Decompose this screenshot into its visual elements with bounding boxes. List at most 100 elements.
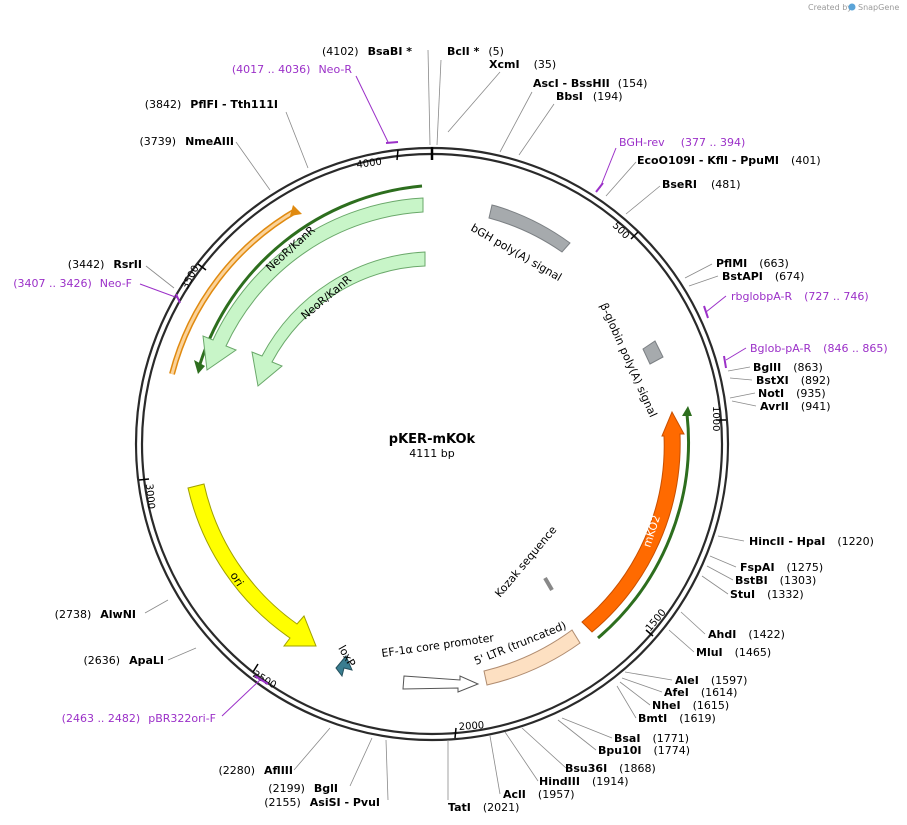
enzyme-label[interactable]: BclI *(5) [447, 45, 504, 58]
leader-avrii [731, 400, 757, 407]
enzyme-label[interactable]: Bsu36I(1868) [565, 762, 656, 775]
enzyme-label[interactable]: (2155)AsiSI - PvuI [264, 796, 380, 809]
enzyme-label[interactable]: BbsI(194) [556, 90, 623, 103]
mko2-arrow [581, 410, 685, 633]
enzyme-label[interactable]: BmtI(1619) [638, 712, 716, 725]
enzyme-label[interactable]: Bpu10I(1774) [598, 744, 690, 757]
leader-eco [605, 161, 637, 197]
enzyme-label[interactable]: BstAPI(674) [722, 270, 804, 283]
tick-label-2000: 2000 [458, 720, 484, 733]
leader-ahdi [680, 611, 706, 635]
leader-rbglobpa-r [705, 295, 727, 313]
enzyme-label[interactable]: AvrII(941) [760, 400, 831, 413]
leader-fspai [709, 555, 737, 568]
leader-pbr322ori-f [221, 679, 261, 717]
enzyme-label[interactable]: StuI(1332) [730, 588, 804, 601]
leader-bbsi [518, 103, 555, 156]
enzyme-label[interactable]: TatI(2021) [448, 801, 519, 814]
leader-afei [621, 677, 663, 693]
neor-inner-label: NeoR/KanR [299, 273, 355, 323]
enzyme-label[interactable]: FspAI(1275) [740, 561, 823, 574]
enzyme-label[interactable]: (3842)PflFI - Tth111I [145, 98, 278, 111]
enzyme-label[interactable]: BsaI(1771) [614, 732, 689, 745]
leader-bgli [349, 737, 373, 787]
enzyme-leader-lines [144, 49, 757, 801]
neo-band-green-arrowhead [194, 360, 205, 374]
tick-mark [197, 263, 207, 271]
primer-label[interactable]: BGH-rev(377 .. 394) [619, 136, 745, 149]
primer-site-pbr322ori-f [254, 675, 269, 685]
enzyme-label[interactable]: NheI(1615) [652, 699, 729, 712]
primer-site-bglob-pa-r [723, 355, 727, 369]
kozak-marker [543, 576, 554, 592]
enzyme-label[interactable]: AclI(1957) [503, 788, 574, 801]
leader-rsrii [145, 265, 175, 289]
leader-xcmi [447, 71, 501, 133]
bgh-polya-arrow [488, 204, 571, 253]
enzyme-label[interactable]: (3442)RsrII [68, 258, 142, 271]
enzyme-label[interactable]: BglII(863) [753, 361, 823, 374]
primer-site-neo-r [385, 141, 399, 144]
tick-marks [138, 149, 726, 739]
neo-band-green [198, 184, 423, 365]
leader-bglii [727, 366, 751, 372]
primer-label[interactable]: (3407 .. 3426)Neo-F [13, 277, 132, 290]
enzyme-label[interactable]: NotI(935) [758, 387, 826, 400]
leader-pflfi [285, 111, 309, 169]
primer-band-orange-fill [170, 208, 298, 375]
enzyme-label[interactable]: XcmI(35) [489, 58, 556, 71]
leader-ascl [499, 91, 533, 153]
tick-label-3500: 3500 [180, 264, 202, 292]
credit-text: Created by [808, 3, 852, 12]
enzyme-label[interactable]: (2738)AlwNI [55, 608, 136, 621]
primer-labels: (4017 .. 4036)Neo-R BGH-rev(377 .. 394) … [13, 63, 888, 725]
tick-label-1500: 1500 [644, 607, 669, 634]
tick-label-3000: 3000 [143, 483, 156, 509]
enzyme-label[interactable]: (2280)AflIII [218, 764, 293, 777]
leader-bcli [436, 59, 442, 146]
mko2-band-green [597, 413, 690, 640]
enzyme-label[interactable]: BseRI(481) [662, 178, 741, 191]
leader-afliii [293, 727, 331, 771]
enzyme-label[interactable]: PflMI(663) [716, 257, 789, 270]
enzyme-label[interactable]: AleI(1597) [675, 674, 747, 687]
primer-label[interactable]: (4017 .. 4036)Neo-R [232, 63, 352, 76]
enzyme-labels-right: BclI *(5) XcmI(35) AscI - BssHII(154) Bb… [447, 45, 874, 814]
enzyme-label[interactable]: AfeI(1614) [664, 686, 737, 699]
leader-bsabi [427, 49, 431, 146]
enzyme-label[interactable]: HindIII(1914) [539, 775, 629, 788]
enzyme-label[interactable]: HincII - HpaI(1220) [749, 535, 874, 548]
enzyme-label[interactable]: (4102)BsaBI * [322, 45, 412, 58]
tick-mark [396, 149, 399, 161]
enzyme-label[interactable]: EcoO109I - KflI - PpuMI(401) [637, 154, 821, 167]
ori-label: ori [227, 570, 246, 589]
primer-leader-lines [139, 75, 747, 717]
enzyme-label[interactable]: AhdI(1422) [708, 628, 785, 641]
leader-acli [489, 735, 501, 795]
ori-arrow [187, 483, 317, 647]
snapgene-logo-icon [848, 3, 856, 11]
enzyme-label[interactable]: (2636)ApaLI [84, 654, 165, 667]
enzyme-label[interactable]: AscI - BssHII(154) [533, 77, 647, 90]
ltr-arrow [483, 629, 581, 686]
leader-bstxi [729, 377, 753, 381]
enzyme-label[interactable]: (3739)NmeAIII [140, 135, 235, 148]
loxp-arrow [335, 655, 353, 678]
enzyme-label[interactable]: BstXI(892) [756, 374, 830, 387]
leader-hincii [717, 535, 745, 542]
primer-label[interactable]: rbglobpA-R(727 .. 746) [731, 290, 869, 303]
primer-band-orange-arrowhead [290, 205, 302, 216]
leader-alei [624, 671, 673, 681]
primer-site-neo-f [175, 293, 181, 304]
neor-inner-arrow [251, 251, 426, 387]
leader-mlui [668, 629, 695, 653]
enzyme-label[interactable]: (2199)BglI [268, 782, 338, 795]
primer-label[interactable]: (2463 .. 2482)pBR322ori-F [62, 712, 216, 725]
leader-neo-f [139, 283, 179, 299]
enzyme-label[interactable]: BstBI(1303) [735, 574, 816, 587]
bglobin-polya-box [642, 340, 664, 365]
enzyme-label[interactable]: MluI(1465) [696, 646, 771, 659]
leader-bstapi [688, 275, 719, 287]
primer-label[interactable]: Bglob-pA-R(846 .. 865) [750, 342, 888, 355]
